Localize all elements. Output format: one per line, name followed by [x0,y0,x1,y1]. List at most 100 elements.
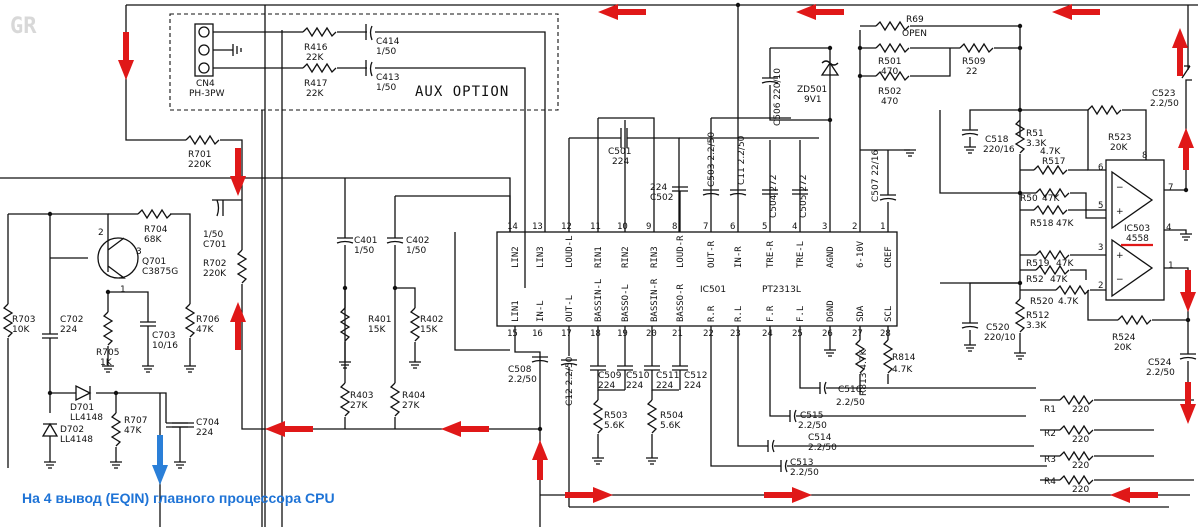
pin-name: F.R [766,305,776,322]
q701-ref: Q701 [142,257,166,267]
opamp-pin-5: 5 [1098,201,1103,211]
opamp-pin-8: 8 [1142,151,1147,161]
pin-name: OUT-L [565,295,575,322]
svg-text:C402: C402 [406,236,429,246]
pin-number: 17 [561,329,572,339]
ic501-ref: IC501 [700,285,726,295]
pin-number: 15 [507,329,518,339]
svg-text:C506 220/10: C506 220/10 [773,68,783,126]
svg-text:220/10: 220/10 [984,333,1016,343]
svg-text:C507 22/16: C507 22/16 [871,149,881,202]
svg-text:R524: R524 [1112,333,1136,343]
svg-text:OPEN: OPEN [902,29,927,39]
svg-text:R401: R401 [368,315,391,325]
svg-text:R707: R707 [124,416,147,426]
svg-text:R509: R509 [962,57,986,67]
svg-text:220: 220 [1072,405,1089,415]
ic501-pin-17: 17 OUT-L [561,295,575,339]
svg-text:R706: R706 [196,315,220,325]
svg-text:R51: R51 [1026,129,1044,139]
svg-text:4.7K: 4.7K [892,365,913,375]
svg-text:D702: D702 [60,425,84,435]
svg-text:C702: C702 [60,315,83,325]
svg-text:C12 2.2/50: C12 2.2/50 [565,356,575,406]
svg-text:R702: R702 [203,259,226,269]
svg-text:224: 224 [656,381,673,391]
aux-option-box [169,13,559,111]
svg-text:470: 470 [881,67,898,77]
ic501-pin-6: 6IN-R [730,222,744,268]
pin-name: RIN2 [621,246,631,268]
svg-text:2: 2 [98,228,104,238]
svg-text:220/16: 220/16 [983,145,1015,155]
pin-name: R.L [734,306,744,322]
svg-text:47K: 47K [124,426,142,436]
pin-name: F.L [796,306,806,322]
svg-text:4.7K: 4.7K [1058,297,1079,307]
svg-text:1/50: 1/50 [354,246,374,256]
pin-number: 13 [532,222,543,232]
pin-number: 19 [617,329,628,339]
pin-number: 5 [762,222,767,232]
pin-number: 23 [730,329,741,339]
cn4-ref: CN4 [196,79,215,89]
svg-text:20K: 20K [1114,343,1132,353]
svg-text:R416: R416 [304,43,328,53]
svg-text:2.2/50: 2.2/50 [790,468,819,478]
svg-text:1/50: 1/50 [376,83,396,93]
svg-text:−: − [1116,183,1124,193]
arrow-left-top-3 [1052,4,1100,20]
svg-text:R504: R504 [660,411,684,421]
pin-number: 14 [507,222,518,232]
svg-text:3: 3 [136,247,142,257]
svg-text:220: 220 [1072,435,1089,445]
svg-text:C701: C701 [203,240,226,250]
svg-text:C511: C511 [656,371,679,381]
svg-text:1/50: 1/50 [376,47,396,57]
svg-text:2.2/50: 2.2/50 [836,398,865,408]
svg-text:68K: 68K [144,235,162,245]
svg-text:C512: C512 [684,371,707,381]
svg-text:C508: C508 [508,365,532,375]
svg-text:220K: 220K [188,160,212,170]
svg-text:C504 272: C504 272 [769,174,779,218]
pin-number: 22 [703,329,714,339]
svg-text:R813 4.7K: R813 4.7K [859,348,869,396]
svg-text:C523: C523 [1152,89,1175,99]
q701-part: C3875G [142,267,178,277]
opamp-pin-4: 4 [1166,223,1171,233]
pin-name: LIN3 [536,246,546,268]
svg-text:15K: 15K [420,325,438,335]
svg-text:R814: R814 [892,353,916,363]
pin-number: 11 [590,222,601,232]
pin-number: 26 [822,329,833,339]
arrow-down-blue [152,435,168,485]
pin-number: 2 [852,222,857,232]
opamp-pin-2: 2 [1098,281,1103,291]
pin-number: 10 [617,222,628,232]
svg-text:R404: R404 [402,391,426,401]
opamp-pin-1: 1 [1168,261,1173,271]
svg-text:1K: 1K [100,358,113,368]
svg-text:+: + [1116,207,1124,217]
svg-text:27K: 27K [350,401,368,411]
arrow-up-right-mid [1178,128,1194,170]
svg-text:15K: 15K [368,325,386,335]
ic501-part: PT2313L [762,285,801,295]
pin-name: TRE-R [766,240,776,268]
pin-name: BASSIN-R [650,278,660,322]
pin-name: OUT-R [707,240,717,268]
arrow-left-mid-1 [265,421,313,437]
ic501-pin-24: 24F.R [762,305,776,339]
svg-text:220: 220 [1072,485,1089,495]
